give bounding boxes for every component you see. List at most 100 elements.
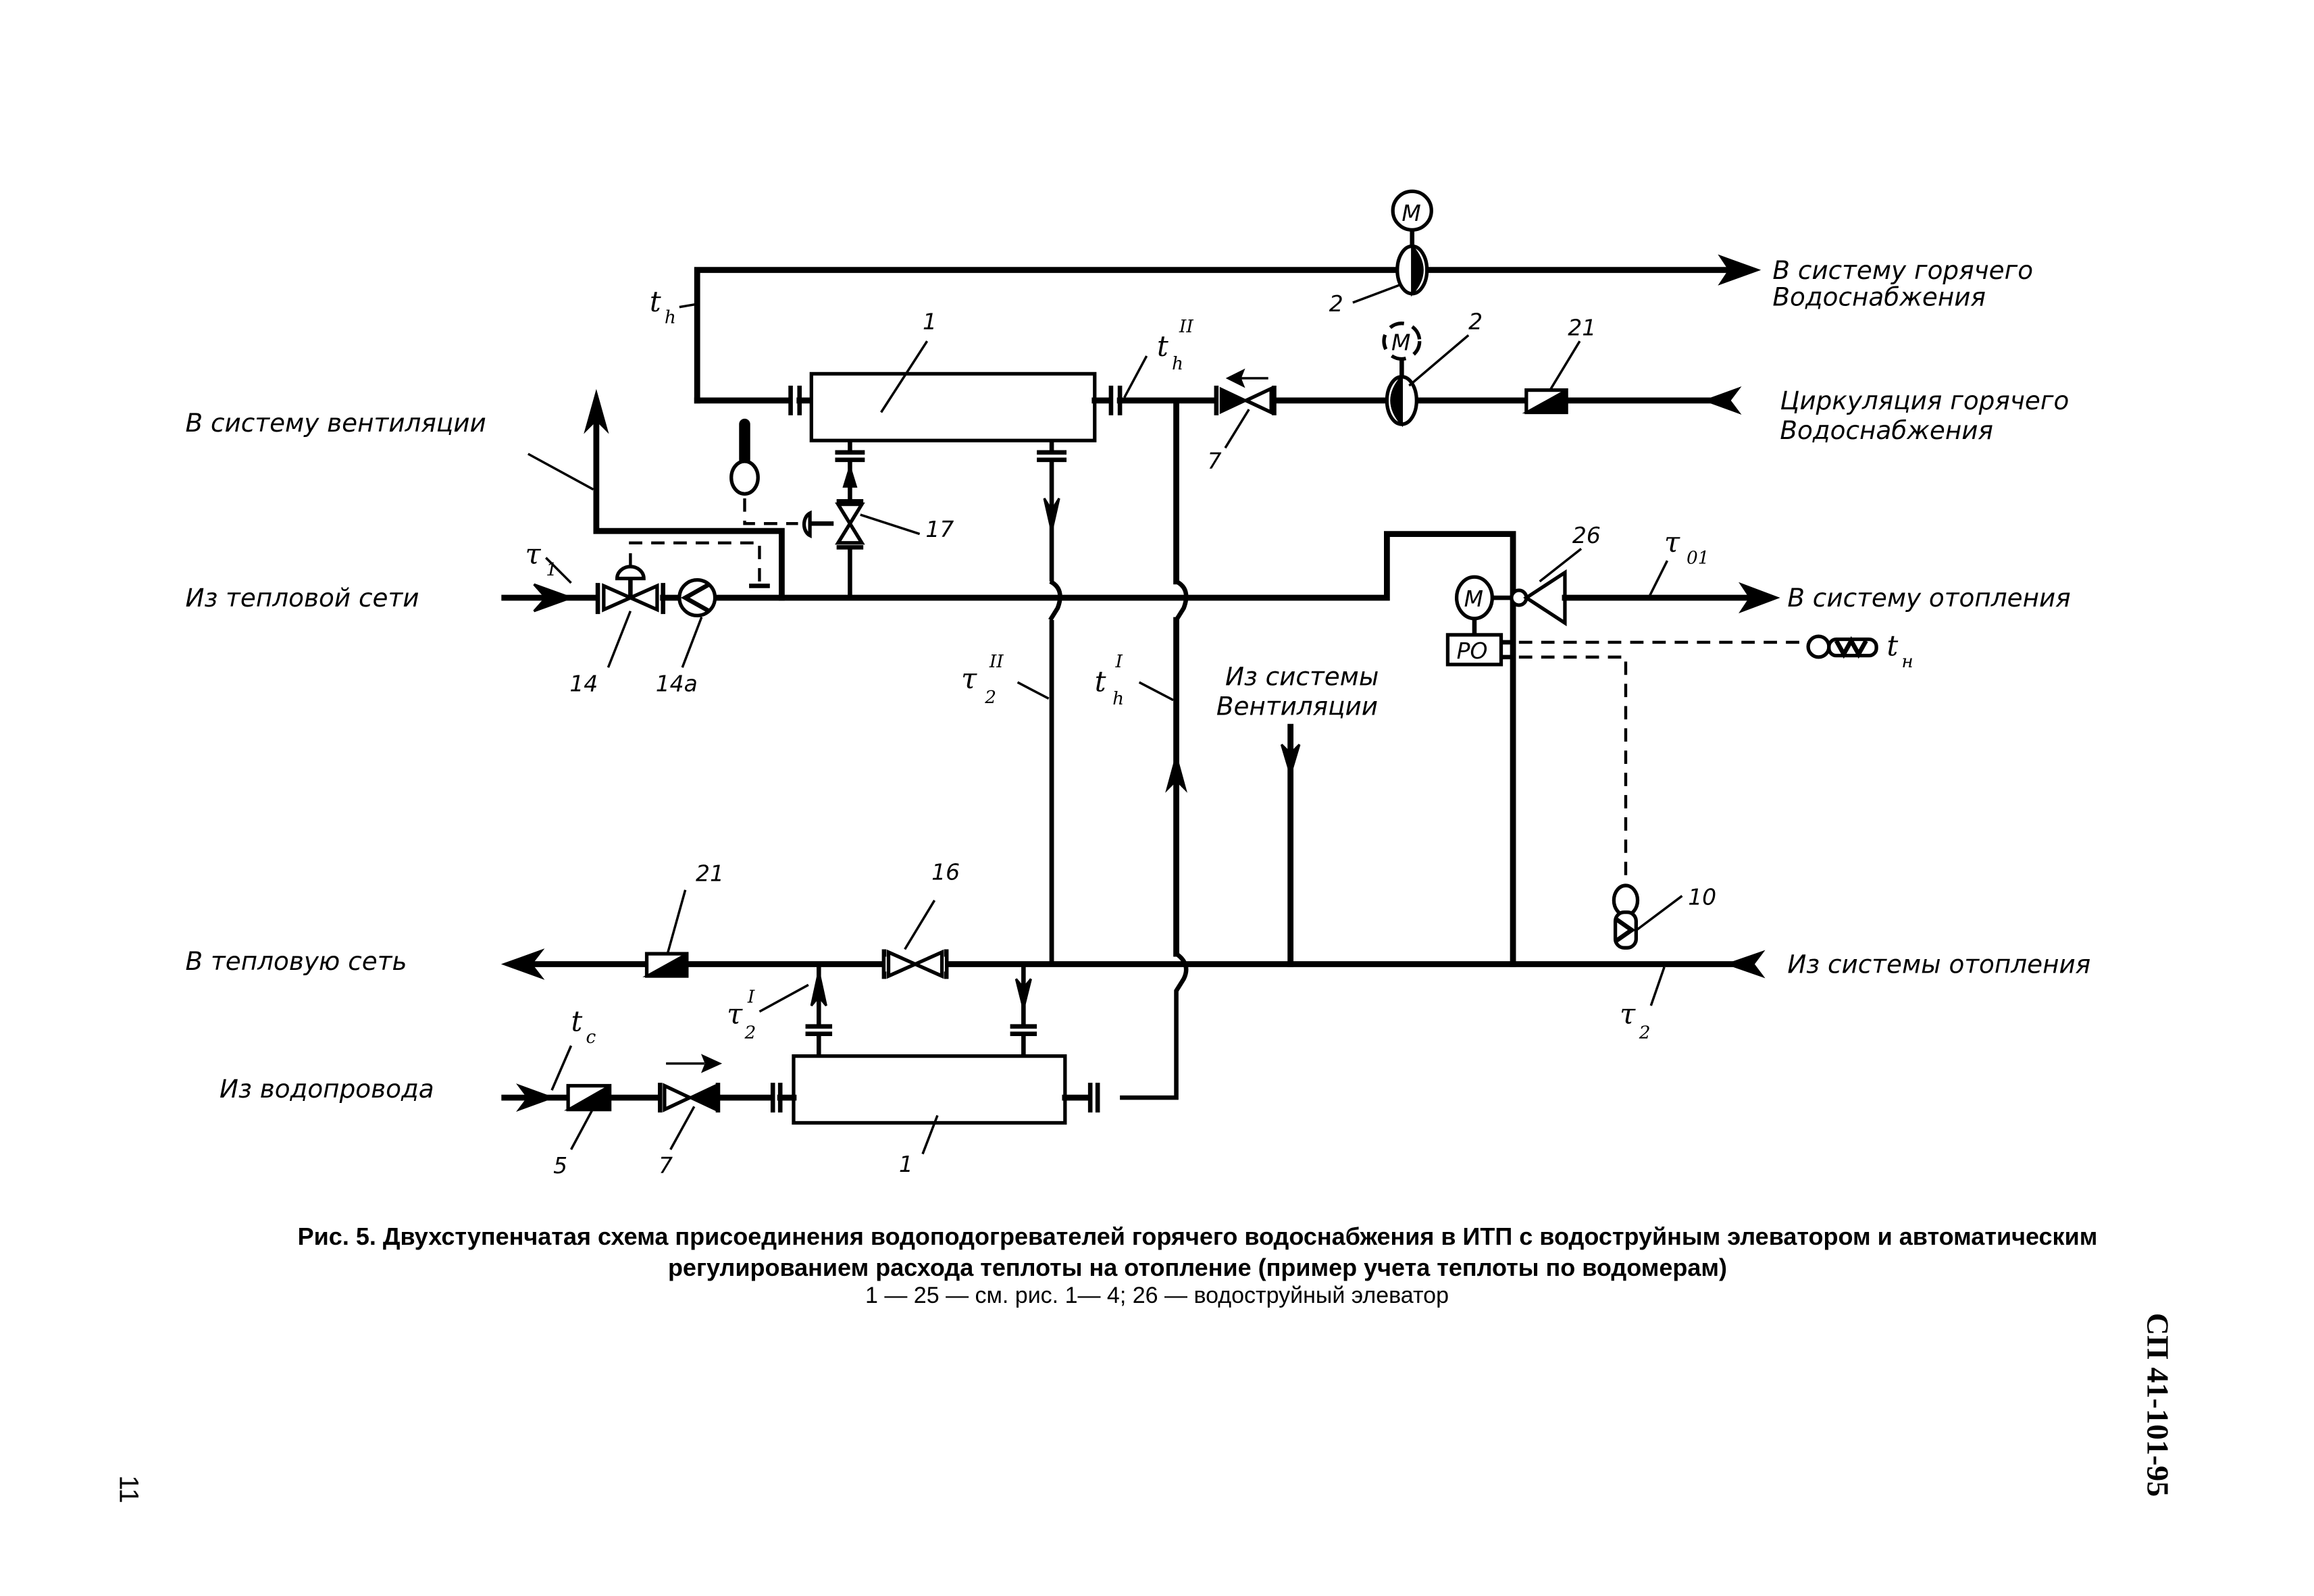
regulator-box: [1445, 633, 1503, 667]
svg-text:РО: РО: [1457, 638, 1488, 664]
regulator-14-number: 14: [569, 670, 598, 696]
arrow-down-icon: [1280, 744, 1301, 779]
svg-text:I: I: [747, 987, 755, 1008]
main-supply-line: [501, 531, 1516, 967]
caption-note: 1 — 25 — см. рис. 1— 4; 26 — водоструйны…: [865, 1283, 1449, 1308]
label-th-II: t h II: [1123, 317, 1193, 398]
heater-bottom: 1: [792, 964, 1100, 1177]
caption-line-1: Рис. 5. Двухступенчатая схема присоедине…: [297, 1222, 2098, 1250]
label-from-water-supply: Из водопровода: [220, 1074, 434, 1104]
label-from-ventilation-2: Вентиляции: [1216, 692, 1378, 721]
caption-line-2: регулированием расхода теплоты на отопле…: [667, 1254, 1728, 1281]
arrow-right-icon: [1739, 582, 1780, 614]
svg-text:2: 2: [1639, 1023, 1651, 1043]
thermometer-icon: [729, 459, 760, 496]
pump-main: M 2: [1329, 189, 1433, 317]
ventilation-branch: [528, 388, 785, 601]
sensor-10: 10: [1612, 883, 1716, 950]
hot-water-th-I: t h I: [1095, 397, 1189, 1100]
svg-text:M: M: [1464, 586, 1483, 612]
outdoor-sensor: t н: [1806, 629, 1913, 672]
from-ventilation-branch: [1280, 723, 1301, 967]
label-to-heat-network: В тепловую сеть: [186, 946, 407, 976]
return-line: 21 16: [500, 619, 1766, 980]
heater-bottom-number: 1: [899, 1151, 913, 1177]
filter-circulation-number: 21: [1568, 314, 1596, 340]
motor-label: M: [1402, 200, 1420, 226]
svg-text:t: t: [1886, 629, 1898, 663]
heat-exchanger-icon: [792, 1054, 1067, 1125]
regulator-17-number: 17: [925, 516, 954, 542]
valve-16-number: 16: [931, 858, 960, 885]
svg-text:τ: τ: [727, 997, 743, 1030]
label-tau2: τ 2: [1620, 967, 1666, 1043]
elevator-26-number: 26: [1572, 522, 1601, 548]
figure-caption: Рис. 5. Двухступенчатая схема присоедине…: [0, 1221, 2314, 1283]
arrow-right-icon: [1718, 254, 1762, 286]
heater-top-number: 1: [923, 309, 937, 335]
label-hot-water-out: В систему горячего: [1772, 255, 2033, 285]
svg-text:τ: τ: [961, 662, 977, 695]
svg-text:2: 2: [984, 688, 996, 708]
label-tc: t c: [571, 1004, 596, 1048]
label-to-ventilation: В систему вентиляции: [186, 408, 486, 438]
svg-text:II: II: [989, 652, 1004, 672]
svg-text:c: c: [586, 1027, 596, 1048]
svg-text:I: I: [1115, 652, 1123, 672]
pump-reserve-number: 2: [1468, 309, 1483, 335]
meter-14a-number: 14а: [656, 670, 698, 696]
cold-water-line: 5 7: [501, 1045, 797, 1179]
label-tau01: τ 01: [1664, 525, 1709, 569]
arrow-left-icon: [1702, 386, 1742, 415]
svg-text:н: н: [1901, 652, 1913, 672]
arrow-up-icon: [584, 388, 609, 434]
pump-main-number: 2: [1329, 290, 1343, 317]
label-hot-water-out-2: Водоснабжения: [1772, 282, 1986, 311]
svg-text:t: t: [571, 1004, 583, 1037]
label-from-heat-network: Из тепловой сети: [186, 583, 419, 613]
label-th: t h: [650, 285, 698, 328]
arrow-right-icon: [516, 1083, 555, 1112]
arrow-up-icon: [1165, 752, 1187, 793]
filter-return-number: 21: [696, 860, 724, 886]
motor-reserve-icon: [1382, 321, 1422, 361]
svg-text:t: t: [1095, 665, 1106, 698]
arrow-left-icon: [500, 948, 545, 980]
label-circulation: Циркуляция горячего: [1780, 386, 2069, 415]
motor-icon: [1391, 189, 1433, 232]
label-to-heating: В систему отопления: [1787, 583, 2070, 613]
svg-text:II: II: [1179, 317, 1193, 337]
document-code: СП 41-101-95: [2140, 1312, 2176, 1497]
svg-text:h: h: [1112, 689, 1124, 709]
page-number: 11: [113, 1475, 144, 1503]
label-from-ventilation: Из системы: [1225, 662, 1379, 692]
valve-circulation-number: 7: [1208, 448, 1222, 474]
svg-text:t: t: [1157, 330, 1168, 363]
svg-text:τ: τ: [1664, 525, 1680, 559]
svg-text:1: 1: [546, 560, 557, 580]
elevator-icon: [1523, 569, 1567, 627]
svg-text:2: 2: [744, 1023, 756, 1043]
elevator-26: M РО 26: [1445, 522, 1803, 887]
temperature-regulator-17: 17: [729, 418, 954, 598]
arrow-left-icon: [1724, 950, 1766, 979]
heat-exchanger-icon: [809, 371, 1097, 442]
sensor-10-number: 10: [1688, 884, 1716, 910]
flow-meter-icon: [677, 578, 717, 618]
label-tau1: τ 1: [525, 538, 557, 581]
svg-text:M: M: [1391, 329, 1410, 355]
svg-text:t: t: [650, 285, 661, 318]
svg-text:h: h: [665, 308, 676, 328]
svg-text:τ: τ: [1620, 997, 1636, 1030]
circulation-line: 7 M 2 21: [1116, 309, 1742, 474]
heater-top: 1: [694, 309, 1123, 442]
arrow-right-icon: [533, 583, 575, 613]
svg-text:h: h: [1172, 354, 1183, 374]
hot-water-supply-line: [694, 254, 1762, 404]
svg-text:τ: τ: [525, 538, 541, 571]
label-from-heating: Из системы отопления: [1787, 950, 2090, 979]
svg-text:01: 01: [1687, 548, 1709, 569]
valve-cold-water-number: 7: [659, 1152, 673, 1179]
label-circulation-2: Водоснабжения: [1780, 415, 1993, 445]
